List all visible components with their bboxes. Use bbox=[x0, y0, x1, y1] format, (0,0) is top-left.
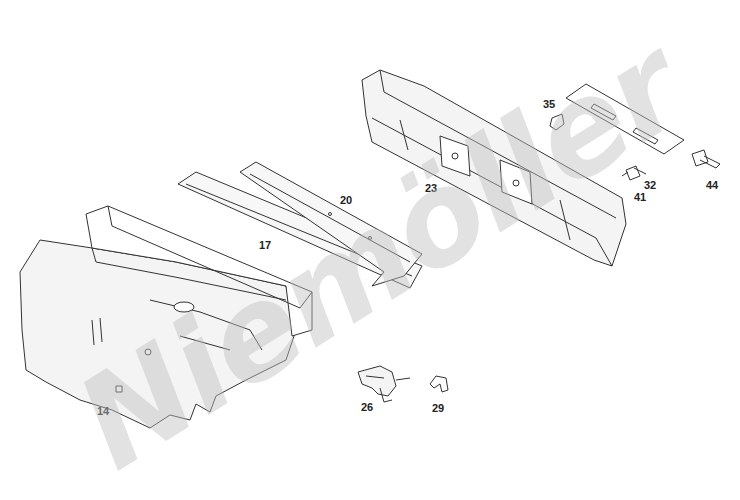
callout-number: 41 bbox=[634, 191, 646, 203]
bracket bbox=[358, 366, 410, 402]
clip bbox=[430, 376, 448, 392]
callout-number: 26 bbox=[361, 401, 373, 413]
callout-number: 32 bbox=[644, 179, 656, 191]
callout-number: 44 bbox=[706, 179, 718, 191]
callout-number: 29 bbox=[432, 402, 444, 414]
